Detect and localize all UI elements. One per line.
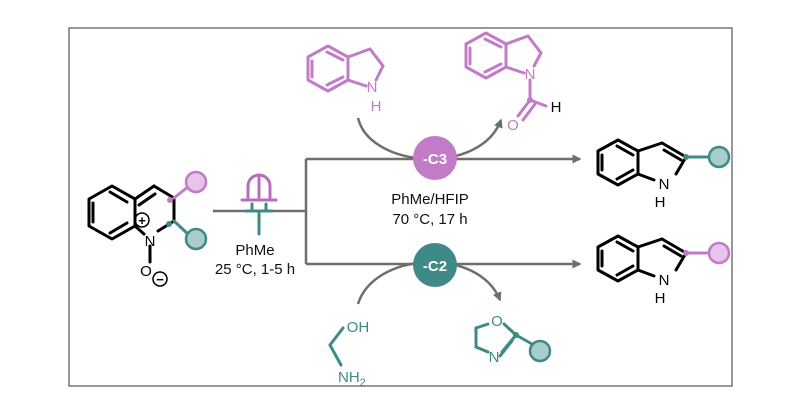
step2-solvent: PhMe/HFIP xyxy=(391,191,469,208)
start-o-atom: O xyxy=(140,263,152,280)
ethanolamine-oh: OH xyxy=(347,319,370,336)
oxazoline-o-atom: O xyxy=(491,313,503,330)
c2-product-n-atom: N xyxy=(659,272,670,289)
oxazoline-ball xyxy=(528,339,552,363)
formyl-carbon-dot xyxy=(527,97,533,103)
formyl-n-atom: N xyxy=(525,66,536,83)
minus-charge-circle xyxy=(152,271,168,287)
scheme-frame xyxy=(68,27,733,387)
c3-badge-label: -C3 xyxy=(423,151,447,168)
c3-badge xyxy=(413,136,457,180)
mechano-photo-icon xyxy=(240,173,278,202)
start-n-atom: N xyxy=(145,233,156,250)
formyl-h-atom: H xyxy=(551,99,562,116)
c2-product-h-atom: H xyxy=(655,290,666,307)
oxazoline-n-atom: N xyxy=(489,349,500,366)
ethanolamine-reagent xyxy=(328,326,345,367)
c2-product-dot xyxy=(683,250,689,256)
formyl-o-atom: O xyxy=(507,117,519,134)
c3-indole-product xyxy=(596,138,688,187)
c2-substituent-bond xyxy=(172,219,191,237)
mechano-photo-icon-stem xyxy=(244,202,274,236)
c2-badge xyxy=(413,243,457,287)
c3-product-dot xyxy=(683,154,689,160)
indoline-reagent xyxy=(306,44,385,93)
step1-solvent: PhMe xyxy=(235,242,274,259)
ethanolamine-nh: NH2 xyxy=(338,369,366,389)
plus-charge: + xyxy=(138,213,146,228)
step1-conditions: 25 °C, 1-5 h xyxy=(215,261,295,278)
c3-product-n-atom: N xyxy=(659,176,670,193)
minus-charge: − xyxy=(156,272,164,287)
c3-product-ball xyxy=(707,145,731,169)
c2-indole-product xyxy=(596,234,688,283)
plus-charge-circle xyxy=(134,212,150,228)
c3-substituent-ball xyxy=(184,170,208,194)
c2-marker-dot xyxy=(166,221,172,227)
isoquinoline-n-oxide xyxy=(87,184,176,264)
oxazoline-c2-dot xyxy=(513,332,519,338)
c2-product-ball xyxy=(707,241,731,265)
c3-marker-dot xyxy=(167,197,173,203)
indoline-h-atom: H xyxy=(371,98,382,115)
c2-substituent-ball xyxy=(184,227,208,251)
oxazoline-byproduct xyxy=(474,322,534,358)
c2-badge-label: -C2 xyxy=(423,258,447,275)
c3-product-h-atom: H xyxy=(655,194,666,211)
step2-conditions: 70 °C, 17 h xyxy=(392,211,467,228)
indoline-n-atom: N xyxy=(367,79,378,96)
